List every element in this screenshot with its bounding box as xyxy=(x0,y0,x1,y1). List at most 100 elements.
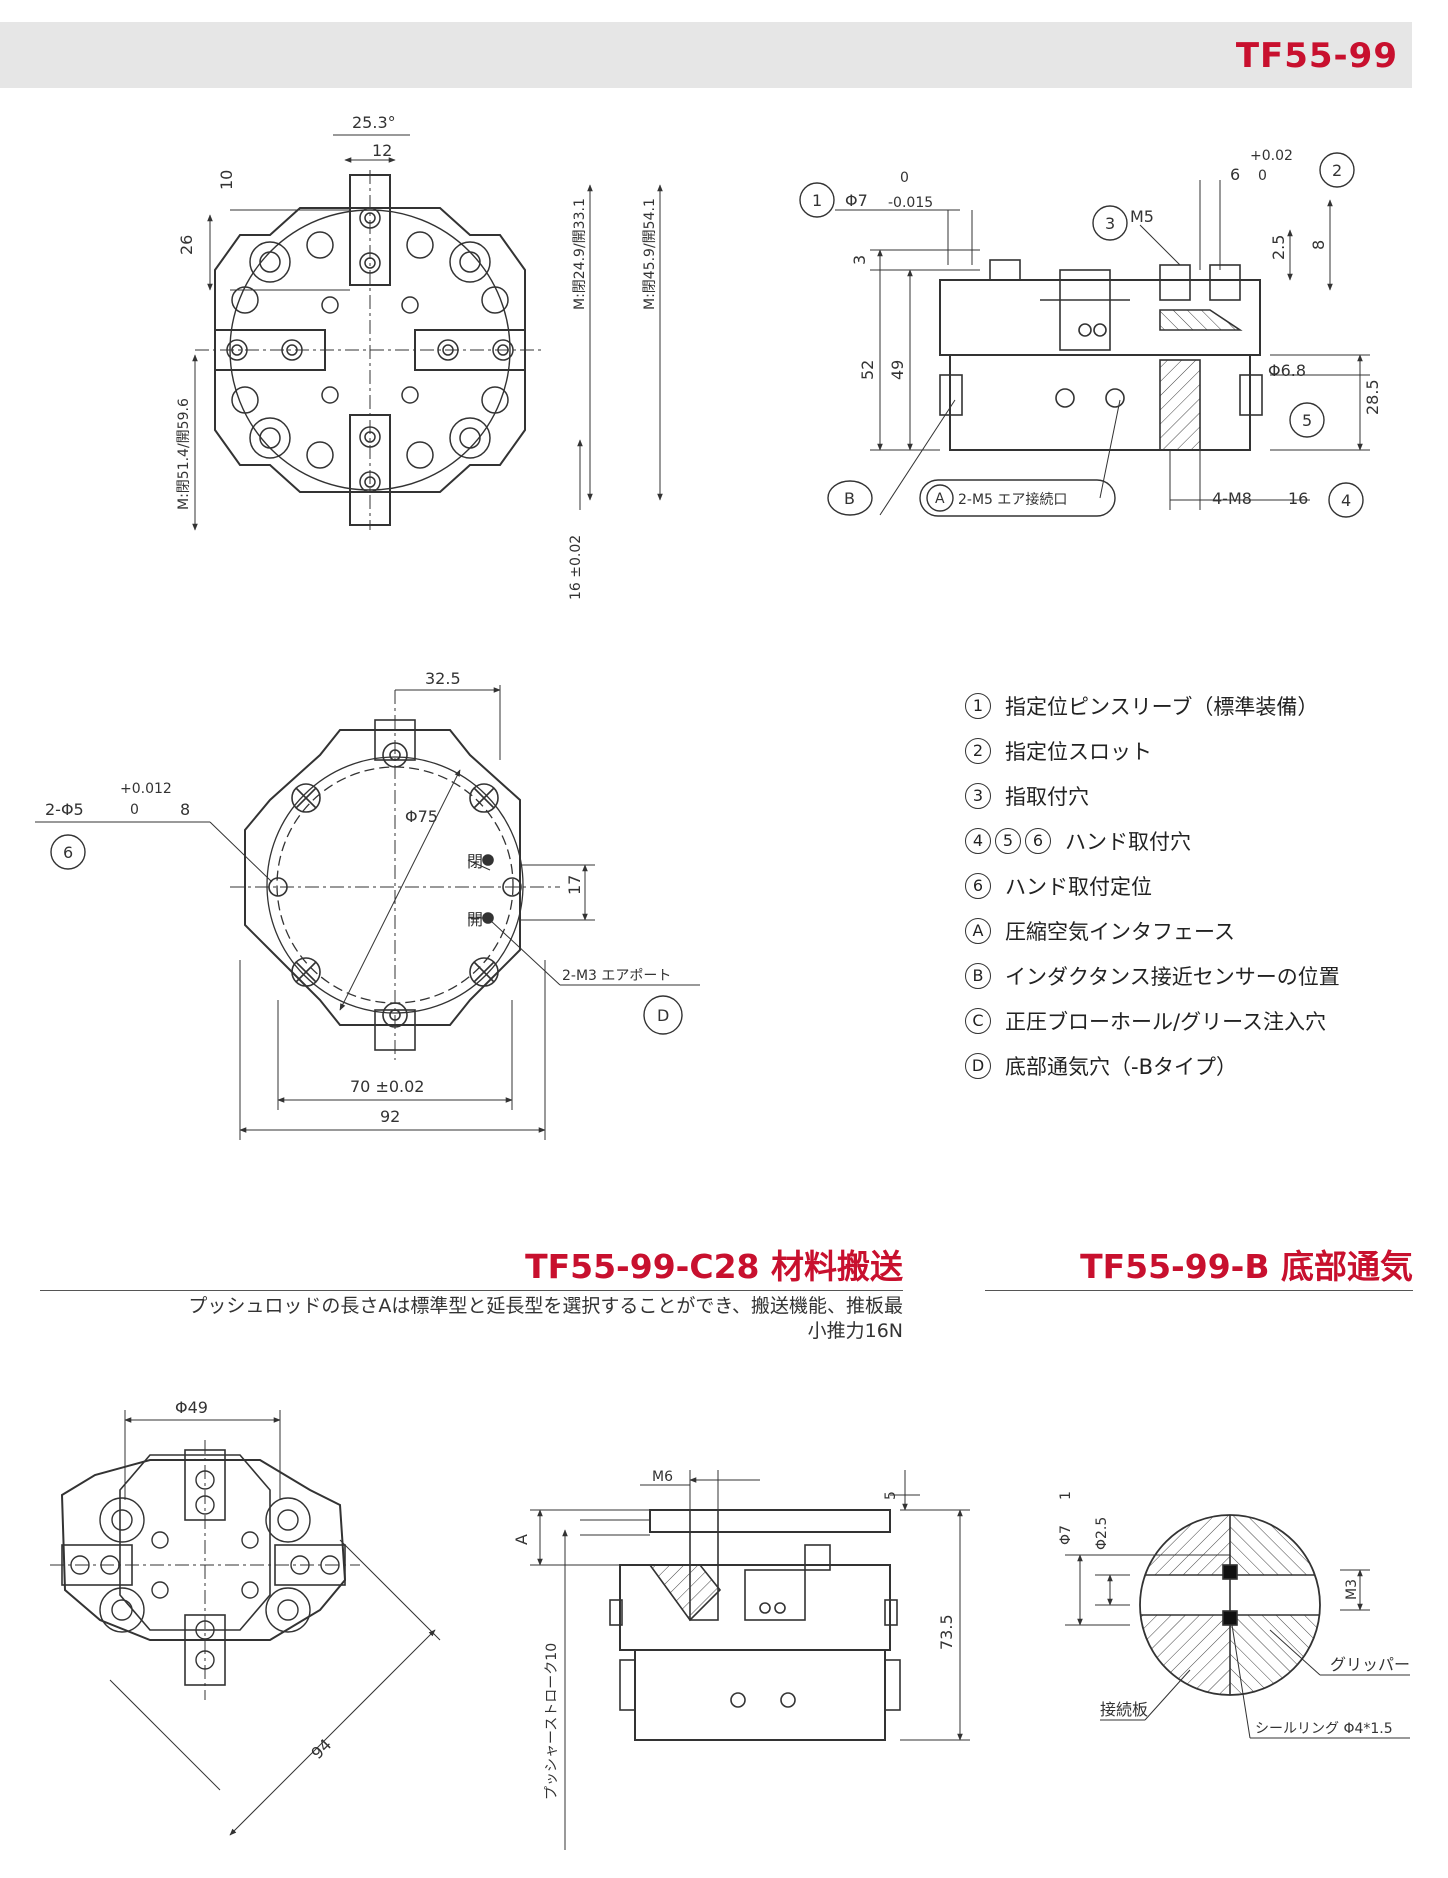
dim-b-phi7: Φ7 xyxy=(1058,1525,1074,1545)
dim-offset: 16 ±0.02 xyxy=(568,535,584,600)
section-b-rule xyxy=(985,1290,1413,1291)
legend: 1 指定位ピンスリーブ（標準装備） 2 指定位スロット 3 指取付穴 4 5 6… xyxy=(965,683,1405,1088)
legend-text: 正圧ブローホール/グリース注入穴 xyxy=(1005,1009,1327,1034)
dim-pin-lower: 0 xyxy=(130,802,139,818)
callout-b: B xyxy=(844,489,855,508)
dim-b-phi2-5: Φ2.5 xyxy=(1094,1517,1110,1550)
dim-h49: 49 xyxy=(888,360,907,380)
top-view xyxy=(195,170,545,530)
legend-item: D 底部通気穴（-Bタイプ） xyxy=(965,1043,1405,1088)
c28-side-dimensions xyxy=(530,1470,970,1850)
dim-pin: 2-Φ5 xyxy=(45,800,84,819)
legend-marker: B xyxy=(965,962,991,989)
dim-b-m3: M3 xyxy=(1344,1579,1360,1600)
legend-text: ハンド取付定位 xyxy=(1005,874,1152,899)
dim-w92: 92 xyxy=(380,1107,400,1126)
dim-phi7-lower: -0.015 xyxy=(888,195,933,211)
dim-phi7-upper: 0 xyxy=(900,170,909,186)
dim-m5: M5 xyxy=(1130,207,1154,226)
legend-marker: 6 xyxy=(965,872,991,899)
dim-pin-depth: 8 xyxy=(180,800,190,819)
dim-h26: 26 xyxy=(177,235,196,255)
dim-air-port: 2-M5 エア接続口 xyxy=(958,491,1067,508)
dim-w70: 70 ±0.02 xyxy=(350,1077,424,1096)
dim-m8: 4-M8 xyxy=(1212,489,1252,508)
dim-w12: 12 xyxy=(372,141,392,160)
dim-stroke-a: M:閉24.9/開33.1 xyxy=(572,198,588,310)
label-plate: 接続板 xyxy=(1100,1700,1148,1719)
dim-phi6-8: Φ6.8 xyxy=(1268,361,1306,380)
section-c28-desc-line2: 小推力16N xyxy=(807,1320,903,1342)
dim-phi49: Φ49 xyxy=(175,1398,208,1417)
dim-phi75: Φ75 xyxy=(405,807,438,826)
c28-top-dimensions xyxy=(109,1410,441,1836)
legend-marker: 4 xyxy=(965,827,991,854)
dim-d94: 94 xyxy=(307,1735,335,1763)
section-c28-rule xyxy=(40,1290,903,1291)
header-bar xyxy=(0,22,1412,88)
dim-h3: 3 xyxy=(850,255,869,265)
callout-2: 2 xyxy=(1332,161,1342,180)
b-section-dimensions xyxy=(1065,1554,1410,1739)
dim-b-depth: 1 xyxy=(1058,1491,1074,1500)
dim-h52: 52 xyxy=(858,360,877,380)
callout-4: 4 xyxy=(1341,491,1351,510)
dim-m6: M6 xyxy=(652,1469,673,1485)
c28-top-view xyxy=(50,1440,360,1700)
section-c28-description: プッシュロッドの長さAは標準型と延長型を選択することができ、搬送機能、推板最 小… xyxy=(23,1294,903,1344)
dim-a: A xyxy=(512,1534,531,1545)
dim-angle: 25.3° xyxy=(352,113,396,132)
dim-h10: 10 xyxy=(217,170,236,190)
dim-m3-port: 2-M3 エアポート xyxy=(562,968,671,984)
legend-item: B インダクタンス接近センサーの位置 xyxy=(965,953,1405,998)
legend-marker: D xyxy=(965,1052,991,1079)
legend-text: 圧縮空気インタフェース xyxy=(1005,919,1235,944)
dim-phi7: Φ7 xyxy=(845,191,868,210)
section-c28-desc-line1: プッシュロッドの長さAは標準型と延長型を選択することができ、搬送機能、推板最 xyxy=(188,1295,903,1317)
legend-item: 2 指定位スロット xyxy=(965,728,1405,773)
legend-marker: 6 xyxy=(1025,827,1051,854)
side-view xyxy=(939,259,1263,451)
legend-item: C 正圧ブローホール/グリース注入穴 xyxy=(965,998,1405,1043)
dim-h73-5: 73.5 xyxy=(937,1614,956,1650)
section-b-title: TF55-99-B 底部通気 xyxy=(1080,1247,1413,1286)
section-c28-title: TF55-99-C28 材料搬送 xyxy=(525,1247,903,1286)
dim-h28-5: 28.5 xyxy=(1363,379,1382,415)
legend-marker: A xyxy=(965,917,991,944)
callout-d: D xyxy=(657,1006,669,1025)
legend-marker: 2 xyxy=(965,737,991,764)
legend-item: 4 5 6 ハンド取付穴 xyxy=(965,818,1405,863)
label-seal: シールリング Φ4*1.5 xyxy=(1255,1721,1393,1737)
dim-w6: 6 xyxy=(1230,165,1240,184)
callout-5: 5 xyxy=(1302,411,1312,430)
legend-text: インダクタンス接近センサーの位置 xyxy=(1005,964,1340,989)
callout-a: A xyxy=(935,491,945,507)
dim-stroke-b: M:閉45.9/開54.1 xyxy=(642,198,658,310)
legend-marker: 1 xyxy=(965,692,991,719)
dim-h5: 5 xyxy=(883,1491,899,1500)
label-gripper: グリッパー xyxy=(1330,1655,1410,1674)
callout-3: 3 xyxy=(1105,214,1115,233)
dim-w32-5: 32.5 xyxy=(425,669,461,688)
dim-w6-lower: 0 xyxy=(1258,168,1267,184)
legend-text: 指定位スロット xyxy=(1005,739,1152,764)
side-view-callouts xyxy=(799,152,1364,518)
legend-text: 底部通気穴（-Bタイプ） xyxy=(1005,1054,1237,1079)
legend-item: 3 指取付穴 xyxy=(965,773,1405,818)
side-view-dimensions xyxy=(835,180,1370,516)
legend-item: 1 指定位ピンスリーブ（標準装備） xyxy=(965,683,1405,728)
legend-text: 指定位ピンスリーブ（標準装備） xyxy=(1005,694,1319,719)
bottom-view xyxy=(230,690,560,1060)
legend-item: A 圧縮空気インタフェース xyxy=(965,908,1405,953)
label-closed: 閉 xyxy=(467,852,483,871)
dim-h17: 17 xyxy=(565,875,584,895)
dim-h2-5: 2.5 xyxy=(1269,235,1288,260)
c28-side-view xyxy=(609,1509,901,1741)
label-open: 開 xyxy=(467,910,483,929)
legend-item: 6 ハンド取付定位 xyxy=(965,863,1405,908)
dim-pin-upper: +0.012 xyxy=(120,781,172,797)
b-section-view xyxy=(1139,1514,1321,1696)
callout-6: 6 xyxy=(63,843,73,862)
legend-marker: 5 xyxy=(995,827,1021,854)
